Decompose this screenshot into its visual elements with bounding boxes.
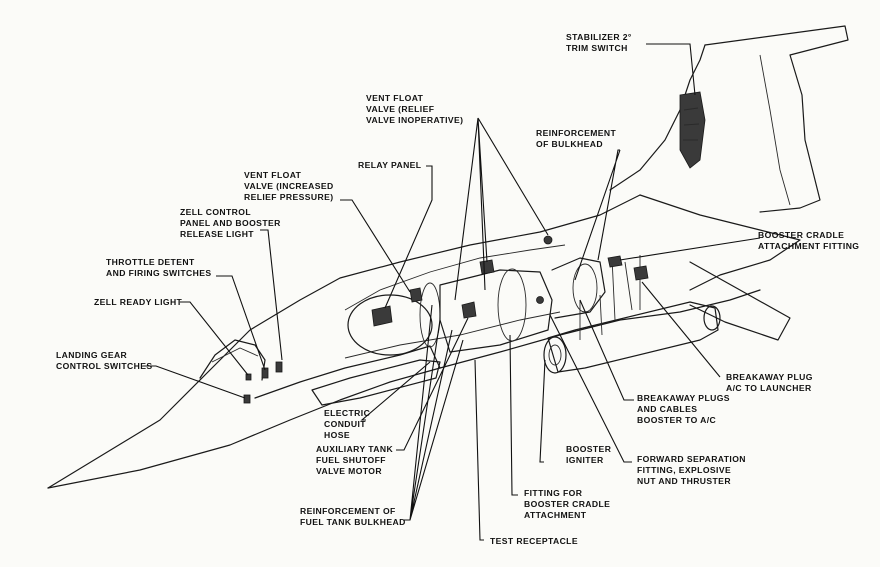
intake — [254, 345, 441, 399]
booster-rocket — [547, 301, 719, 373]
tail-rudder-line — [759, 54, 791, 206]
trim-switch-detail — [683, 107, 700, 141]
horizontal-stabilizer — [689, 261, 791, 341]
label-breakaway-plug: BREAKAWAY PLUG A/C TO LAUNCHER — [726, 372, 813, 393]
label-auxiliary-tank-valve-motor: AUXILIARY TANK FUEL SHUTOFF VALVE MOTOR — [316, 444, 394, 476]
label-stabilizer-trim-switch: STABILIZER 2° TRIM SWITCH — [566, 32, 632, 53]
cradle-fitting-1 — [607, 255, 623, 268]
forward-fuel-tank — [347, 294, 433, 356]
zell-ready-light-box — [245, 373, 252, 381]
fuselage-top — [47, 194, 641, 489]
label-zell-ready-light: ZELL READY LIGHT — [94, 297, 183, 307]
engine-section — [551, 257, 606, 319]
test-receptacle-port — [536, 296, 544, 304]
label-fitting-for-booster-cradle: FITTING FOR BOOSTER CRADLE ATTACHMENT — [524, 488, 611, 520]
booster-nozzle — [543, 336, 567, 374]
canopy — [199, 339, 266, 381]
vent-float-valve-2 — [479, 259, 495, 275]
label-vent-float-valve-relief: VENT FLOAT VALVE (RELIEF VALVE INOPERATI… — [366, 93, 464, 125]
zell-control-panel-box — [275, 361, 283, 373]
booster-nose — [703, 305, 721, 331]
fuselage-bottom-nose — [47, 367, 441, 489]
label-reinforcement-of-bulkhead: REINFORCEMENT OF BULKHEAD — [536, 128, 617, 149]
engine-face — [572, 263, 598, 313]
mid-fuel-tank — [439, 269, 553, 353]
fuselage-bottom-aft — [439, 289, 761, 369]
label-relay-panel: RELAY PANEL — [358, 160, 422, 170]
label-booster-igniter: BOOSTER IGNITER — [566, 444, 612, 465]
throttle-box — [261, 367, 269, 379]
cutaway-edge — [344, 244, 566, 311]
label-vent-float-valve-increased: VENT FLOAT VALVE (INCREASED RELIEF PRESS… — [244, 170, 334, 202]
label-breakaway-plugs-and-cables: BREAKAWAY PLUGS AND CABLES BOOSTER TO A/… — [637, 393, 730, 425]
canopy-frame — [211, 347, 259, 363]
relay-panel-box — [371, 305, 393, 327]
label-electric-conduit-hose: ELECTRIC CONDUIT HOSE — [324, 408, 371, 440]
drop-tank — [311, 359, 441, 406]
valve-motor — [461, 301, 477, 319]
label-zell-control-panel: ZELL CONTROL PANEL AND BOOSTER RELEASE L… — [180, 207, 281, 239]
cradle-fitting-2 — [633, 265, 649, 281]
label-landing-gear-control-switches: LANDING GEAR CONTROL SWITCHES — [56, 350, 153, 371]
fuselage-aft-top — [639, 194, 801, 291]
bulkhead-fitting — [543, 235, 553, 245]
vertical-tail — [704, 25, 849, 213]
mid-tank-bulkhead — [497, 268, 527, 342]
label-test-receptacle: TEST RECEPTACLE — [490, 536, 578, 546]
label-forward-separation-fitting: FORWARD SEPARATION FITTING, EXPLOSIVE NU… — [637, 454, 746, 486]
vent-float-valve-1 — [409, 287, 423, 303]
label-throttle-detent: THROTTLE DETENT AND FIRING SWITCHES — [106, 257, 212, 278]
label-booster-cradle-attachment-fitting: BOOSTER CRADLE ATTACHMENT FITTING — [758, 230, 860, 251]
landing-gear-switch-box — [243, 394, 251, 404]
leader-lines — [143, 43, 761, 541]
booster-nozzle-inner — [548, 344, 562, 366]
label-reinforcement-fuel-tank-bulkhead: REINFORCEMENT OF FUEL TANK BULKHEAD — [300, 506, 406, 527]
booster-cradle — [579, 255, 641, 340]
trim-switch-unit — [679, 91, 706, 169]
